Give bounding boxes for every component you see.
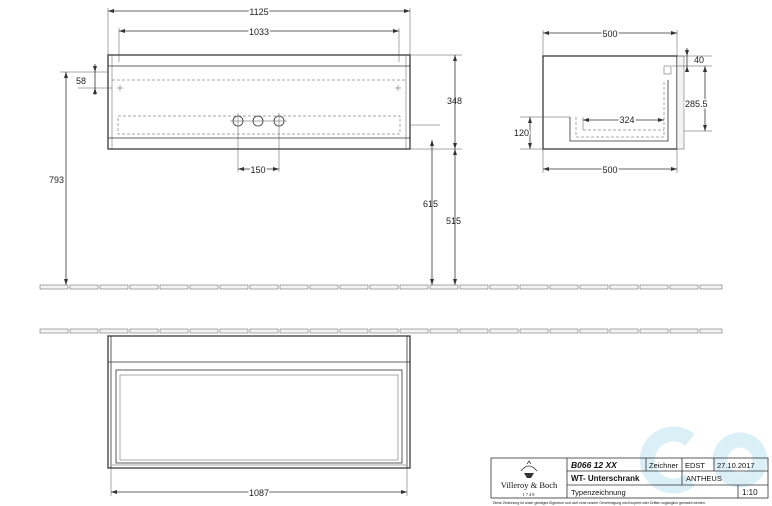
floor-segment [159, 284, 189, 290]
floor-segment [219, 284, 249, 290]
dim-side-inner-height: 285.5 [685, 99, 708, 109]
dim-floor-left: 615 [423, 199, 438, 209]
dim-floor-right: 515 [446, 216, 461, 226]
floor-segment [279, 284, 309, 290]
dim-side-top-gap: 40 [694, 55, 704, 65]
floor-segment [549, 284, 579, 290]
floor-segment [189, 328, 219, 334]
floor-segment [69, 284, 99, 290]
floor-segment [459, 328, 489, 334]
floor-segment [39, 328, 69, 334]
floor-line-front [39, 284, 723, 290]
drawing-description: WT- Unterschrank [571, 474, 640, 483]
floor-segment [399, 284, 429, 290]
dim-side-depth-bottom: 500 [602, 165, 617, 175]
series-name: ANTHEUS [686, 474, 722, 483]
floor-segment [519, 284, 549, 290]
drawing-date: 27.10.2017 [717, 461, 755, 470]
floor-segment [339, 284, 369, 290]
plan-cabinet: 1087 [107, 335, 411, 500]
floor-segment [339, 328, 369, 334]
floor-segment [699, 284, 723, 290]
floor-segment [69, 328, 99, 334]
floor-segment [699, 328, 723, 334]
floor-segment [369, 328, 399, 334]
dim-top-offset: 58 [76, 76, 86, 86]
floor-segment [99, 328, 129, 334]
floor-segment [639, 284, 669, 290]
dim-overall-width: 1125 [249, 7, 268, 17]
floor-segment [279, 328, 309, 334]
floor-segment [459, 284, 489, 290]
floor-segment [189, 284, 219, 290]
brand-year: 1748 [523, 492, 536, 497]
drawing-type: Typenzeichnung [571, 488, 626, 497]
floor-segment [429, 328, 459, 334]
drawer-value: EDST [685, 461, 705, 470]
article-number: B066 12 XX [571, 460, 618, 470]
floor-segment [429, 284, 459, 290]
floor-segment [159, 328, 189, 334]
floor-segment [669, 328, 699, 334]
dim-side-inner-depth: 324 [619, 115, 634, 125]
brand-name: Villeroy & Boch [501, 480, 558, 490]
floor-segment [639, 328, 669, 334]
floor-segment [129, 328, 159, 334]
floor-segment [309, 328, 339, 334]
front-view: 1125 1033 [49, 6, 462, 285]
floor-segment [489, 328, 519, 334]
floor-segment [369, 284, 399, 290]
floor-segment [129, 284, 159, 290]
watermark-logo [639, 426, 768, 494]
floor-segment [399, 328, 429, 334]
floor-segment [669, 284, 699, 290]
drain-symbols [230, 113, 287, 172]
floor-segment [99, 284, 129, 290]
floor-segment [309, 284, 339, 290]
floor-segment [39, 284, 69, 290]
dim-total-height: 793 [49, 175, 64, 185]
floor-segment [579, 284, 609, 290]
dim-cabinet-height: 348 [447, 96, 462, 106]
floor-segment [609, 284, 639, 290]
drawing-scale: 1:10 [742, 488, 758, 497]
floor-segment [609, 328, 639, 334]
villeroy-boch-logo-icon [520, 460, 538, 478]
disclaimer-text: Diese Zeichnung ist unser geistiges Eige… [493, 501, 706, 505]
title-block: Villeroy & Boch 1748 B066 12 XX Zeichner… [490, 457, 769, 505]
dim-side-bottom-height: 120 [514, 128, 529, 138]
plan-view [39, 328, 723, 334]
floor-segment [219, 328, 249, 334]
side-view: 500 40 285.5 324 120 [513, 28, 712, 177]
dim-drain-spacing: 150 [250, 165, 265, 175]
floor-segment [249, 328, 279, 334]
dim-inner-width: 1033 [249, 27, 269, 37]
floor-segment [549, 328, 579, 334]
floor-segment [579, 328, 609, 334]
dim-side-depth-top: 500 [602, 29, 617, 39]
floor-segment [249, 284, 279, 290]
floor-segment [489, 284, 519, 290]
drawer-label: Zeichner [649, 461, 679, 470]
dim-plan-width: 1087 [249, 488, 269, 498]
floor-segment [519, 328, 549, 334]
